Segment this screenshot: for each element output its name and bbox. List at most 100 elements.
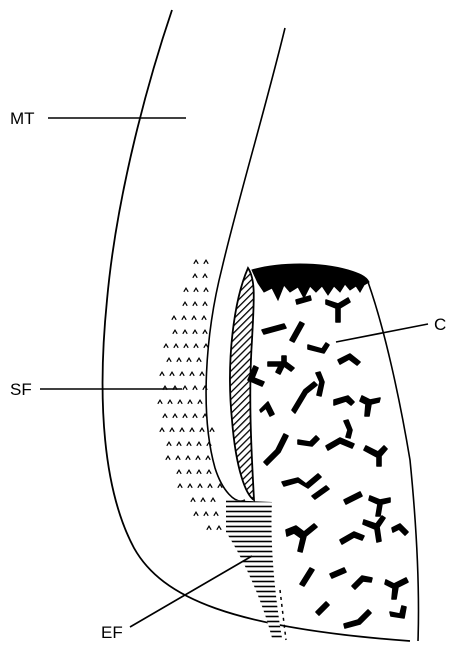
stipple-mark (204, 344, 208, 348)
trabecula-mark (352, 576, 372, 589)
stipple-mark (193, 330, 197, 334)
stipple-mark (200, 428, 204, 432)
stipple-mark (203, 330, 207, 334)
stipple-mark (163, 414, 167, 418)
stipple-mark (193, 386, 197, 390)
stipple-mark (194, 344, 198, 348)
stipple-mark (192, 316, 196, 320)
stipple-mark (198, 484, 202, 488)
label-mt: MT (10, 110, 35, 127)
trabecula-mark (298, 436, 319, 446)
stipple-mark (160, 372, 164, 376)
trabecula-mark (268, 356, 294, 374)
stipple-mark (187, 358, 191, 362)
stipple-mark (196, 456, 200, 460)
stipple-mark (182, 316, 186, 320)
stipple-mark (183, 386, 187, 390)
stipple-mark (166, 456, 170, 460)
stipple-mark (194, 260, 198, 264)
ef-region (226, 500, 282, 638)
trabecula-mark (364, 446, 387, 466)
stipple-mark (193, 274, 197, 278)
stipple-mark (210, 428, 214, 432)
trabecula-mark (264, 434, 288, 465)
trabecula-mark (363, 516, 385, 542)
stipple-mark (188, 484, 192, 488)
trabecula-mark (326, 298, 350, 322)
stipple-mark (174, 344, 178, 348)
trabecula-mark (360, 396, 380, 416)
trabecula-mark (344, 610, 371, 628)
trabecula-mark (300, 568, 314, 586)
label-sf: SF (10, 381, 32, 398)
stipple-mark (191, 498, 195, 502)
stipple-mark (204, 260, 208, 264)
stipple-mark (160, 428, 164, 432)
stipple-mark (177, 358, 181, 362)
trabecula-mark (262, 324, 286, 334)
trabecula-mark (334, 396, 354, 405)
stipple-mark (197, 470, 201, 474)
trabecula-mark (282, 474, 321, 488)
stipple-mark (186, 456, 190, 460)
stipple-mark (173, 414, 177, 418)
stipple-mark (170, 428, 174, 432)
trabecula-mark (260, 402, 274, 416)
stipple-mark (203, 274, 207, 278)
stipple-mark (167, 358, 171, 362)
trabecula-mark (390, 606, 406, 618)
stipple-mark (177, 442, 181, 446)
stipple-mark (214, 512, 218, 516)
trabecula-mark (338, 354, 360, 365)
stipple-mark (197, 442, 201, 446)
stipple-mark (168, 400, 172, 404)
stipple-mark (184, 288, 188, 292)
stipple-mark (178, 400, 182, 404)
stipple-mark (176, 456, 180, 460)
stipple-mark (183, 302, 187, 306)
trabecula-mark (392, 524, 408, 535)
stipple-mark (187, 470, 191, 474)
stipple-mark (200, 372, 204, 376)
trabecula-mark (296, 296, 311, 304)
stipple-mark (172, 316, 176, 320)
stipple-mark (201, 498, 205, 502)
stipple-mark (204, 288, 208, 292)
stipple-mark (203, 302, 207, 306)
trabecula-mark (316, 372, 324, 396)
trabecula-mark (308, 343, 329, 353)
label-c: C (434, 316, 446, 333)
trabecula-mark (286, 524, 317, 552)
stipple-mark (178, 484, 182, 488)
trabecula-mark (369, 496, 390, 516)
trabecula-mark (340, 532, 364, 544)
stipple-mark (170, 372, 174, 376)
stipple-mark (206, 456, 210, 460)
trabecula-mark (344, 420, 352, 438)
stipple-mark (198, 400, 202, 404)
trabecula-mark (292, 382, 317, 413)
stipple-mark (193, 414, 197, 418)
trabecula-mark (290, 322, 304, 342)
stipple-mark (164, 344, 168, 348)
trabecula-mark (330, 568, 346, 578)
stipple-mark (193, 302, 197, 306)
stipple-mark (180, 428, 184, 432)
trabecula-mark (312, 486, 329, 499)
stipple-mark (184, 344, 188, 348)
stipple-mark (202, 316, 206, 320)
cartilage-band (230, 268, 254, 500)
sf-region-stipple (158, 260, 222, 530)
stipple-mark (211, 498, 215, 502)
stipple-mark (183, 414, 187, 418)
stipple-mark (217, 526, 221, 530)
trabecula-mark (316, 602, 329, 615)
stipple-mark (207, 526, 211, 530)
stipple-mark (207, 470, 211, 474)
trabecula-mark (326, 438, 354, 450)
stipple-mark (187, 442, 191, 446)
stipple-mark (183, 330, 187, 334)
stipple-mark (208, 484, 212, 488)
trabecula-mark (385, 578, 408, 599)
stipple-mark (204, 512, 208, 516)
